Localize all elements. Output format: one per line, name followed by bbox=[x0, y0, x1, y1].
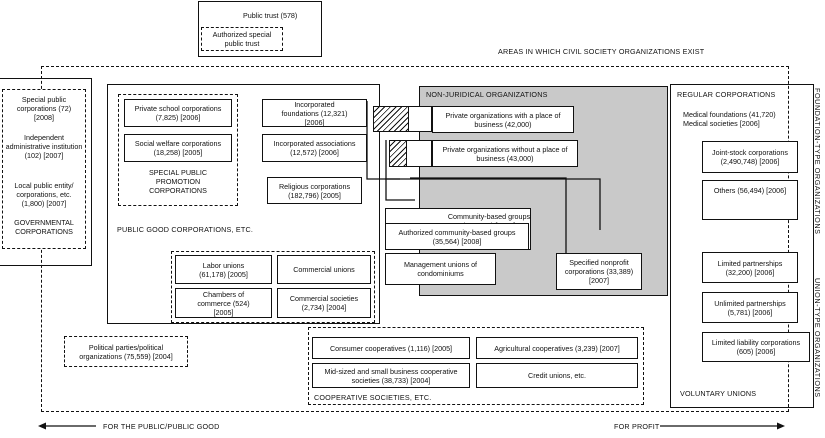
foundation-type-label: FOUNDATION-TYPE ORGANIZATIONS bbox=[813, 88, 822, 235]
mid-small-cooperatives-label: Mid-sized and small business cooperative… bbox=[324, 366, 458, 385]
labor-unions-label: Labor unions (61,178) [2005] bbox=[199, 260, 248, 279]
commercial-unions-label: Commercial unions bbox=[293, 265, 355, 274]
link-box-1 bbox=[408, 106, 432, 132]
joint-stock-corporations: Joint-stock corporations (2,490,748) [20… bbox=[702, 141, 798, 173]
limited-partnerships-label: Limited partnerships (32,200) [2006] bbox=[717, 258, 783, 277]
public-good-label: PUBLIC GOOD CORPORATIONS, ETC. bbox=[117, 225, 254, 234]
voluntary-unions-label: VOLUNTARY UNIONS bbox=[680, 389, 757, 398]
governmental-box: Special public corporations (72) [2008] … bbox=[2, 89, 86, 249]
cooperative-label: COOPERATIVE SOCIETIES, ETC. bbox=[314, 393, 432, 402]
special-promotion-label: SPECIAL PUBLIC PROMOTION CORPORATIONS bbox=[148, 168, 208, 195]
non-juridical-label: NON-JURIDICAL ORGANIZATIONS bbox=[426, 90, 548, 99]
authorized-community-label: Authorized community-based groups (35,56… bbox=[398, 227, 516, 246]
medical-foundations: Medical foundations (41,720) Medical soc… bbox=[683, 110, 776, 128]
incorporated-associations: Incorporated associations (12,572) [2006… bbox=[262, 134, 367, 162]
credit-unions: Credit unions, etc. bbox=[476, 363, 638, 388]
incorporated-foundations: Incorporated foundations (12,321) [2006] bbox=[262, 99, 367, 127]
religious-label: Religious corporations (182,796) [2005] bbox=[278, 181, 351, 200]
unions-societies-area bbox=[171, 251, 375, 323]
independent-administrative-institution: Independent administrative institution (… bbox=[5, 133, 83, 160]
joint-stock-label: Joint-stock corporations (2,490,748) [20… bbox=[712, 148, 788, 166]
specified-nonprofit-label: Specified nonprofit corporations (33,389… bbox=[564, 258, 634, 285]
public-good-area bbox=[107, 84, 380, 324]
cooperative-area bbox=[308, 327, 644, 405]
public-trust-label: Public trust (578) bbox=[243, 11, 298, 20]
private-orgs-with-place: Private organizations with a place of bu… bbox=[432, 106, 574, 133]
chambers-of-commerce-label: Chambers of commerce (524) [2005] bbox=[197, 289, 250, 317]
private-orgs-without-place-label: Private organizations without a place of… bbox=[442, 144, 568, 163]
others-corporations: Others (56,494) [2006] bbox=[702, 180, 798, 220]
unlimited-partnerships: Unlimited partnerships (5,781) [2006] bbox=[702, 292, 798, 323]
agricultural-cooperatives: Agricultural cooperatives (3,239) [2007] bbox=[476, 337, 638, 359]
incorporated-foundations-label: Incorporated foundations (12,321) [2006] bbox=[281, 99, 348, 127]
private-school-corporations: Private school corporations (7,825) [200… bbox=[124, 99, 232, 127]
specified-nonprofit-corporations: Specified nonprofit corporations (33,389… bbox=[556, 253, 642, 290]
management-unions-label: Management unions of condominiums bbox=[403, 260, 478, 278]
governmental-corporations-label: GOVERNMENTAL CORPORATIONS bbox=[14, 218, 74, 236]
regular-corporations-label: REGULAR CORPORATIONS bbox=[677, 90, 776, 99]
special-public-corporations: Special public corporations (72) [2008] bbox=[16, 95, 72, 122]
special-promotion-area bbox=[118, 94, 238, 206]
social-welfare-label: Social welfare corporations (18,258) [20… bbox=[134, 139, 222, 157]
religious-corporations: Religious corporations (182,796) [2005] bbox=[267, 177, 362, 204]
credit-unions-label: Credit unions, etc. bbox=[528, 371, 586, 380]
agricultural-cooperatives-label: Agricultural cooperatives (3,239) [2007] bbox=[494, 343, 620, 353]
link-box-2 bbox=[406, 140, 432, 167]
for-profit-label: FOR PROFIT bbox=[614, 422, 660, 431]
others-label: Others (56,494) [2006] bbox=[713, 186, 787, 195]
hatched-overlap-2 bbox=[389, 140, 407, 167]
consumer-cooperatives: Consumer cooperatives (1,116) [2005] bbox=[312, 337, 470, 359]
authorized-community-groups: Authorized community-based groups (35,56… bbox=[385, 223, 529, 250]
chambers-of-commerce: Chambers of commerce (524) [2005] bbox=[175, 288, 272, 318]
for-public-good-label: FOR THE PUBLIC/PUBLIC GOOD bbox=[103, 422, 220, 431]
labor-unions: Labor unions (61,178) [2005] bbox=[175, 255, 272, 284]
limited-partnerships: Limited partnerships (32,200) [2006] bbox=[702, 252, 798, 283]
incorporated-associations-label: Incorporated associations (12,572) [2006… bbox=[273, 139, 356, 157]
unlimited-partnerships-label: Unlimited partnerships (5,781) [2006] bbox=[714, 298, 786, 317]
public-trust-box: Public trust (578) Authorized special pu… bbox=[198, 1, 322, 57]
political-parties: Political parties/political organization… bbox=[64, 336, 188, 367]
authorized-special-public-trust-label: Authorized special public trust bbox=[212, 30, 272, 48]
commercial-societies-label: Commercial societies (2,734) [2004] bbox=[289, 294, 359, 312]
authorized-special-public-trust-box: Authorized special public trust bbox=[201, 27, 283, 51]
private-orgs-without-place: Private organizations without a place of… bbox=[432, 140, 578, 167]
private-school-label: Private school corporations (7,825) [200… bbox=[134, 104, 222, 122]
union-type-label: UNION-TYPE ORGANIZATIONS bbox=[813, 278, 822, 398]
governmental-area bbox=[0, 78, 92, 266]
public-profit-arrow bbox=[38, 422, 785, 430]
commercial-societies: Commercial societies (2,734) [2004] bbox=[277, 288, 371, 318]
political-parties-label: Political parties/political organization… bbox=[79, 342, 173, 361]
management-unions: Management unions of condominiums bbox=[385, 253, 496, 285]
hatched-overlap-1 bbox=[373, 106, 409, 132]
private-orgs-with-place-label: Private organizations with a place of bu… bbox=[445, 110, 561, 129]
mid-small-business-cooperatives: Mid-sized and small business cooperative… bbox=[312, 363, 470, 388]
social-welfare-corporations: Social welfare corporations (18,258) [20… bbox=[124, 134, 232, 162]
commercial-unions: Commercial unions bbox=[277, 255, 371, 284]
local-public-entity: Local public entity/ corporations, etc. … bbox=[14, 181, 74, 208]
consumer-cooperatives-label: Consumer cooperatives (1,116) [2005] bbox=[329, 343, 453, 353]
civil-society-area-title: AREAS IN WHICH CIVIL SOCIETY ORGANIZATIO… bbox=[498, 47, 705, 56]
limited-liability-label: Limited liability corporations (605) [20… bbox=[711, 338, 801, 356]
regular-corporations-area bbox=[670, 84, 814, 408]
limited-liability-corporations: Limited liability corporations (605) [20… bbox=[702, 332, 810, 362]
